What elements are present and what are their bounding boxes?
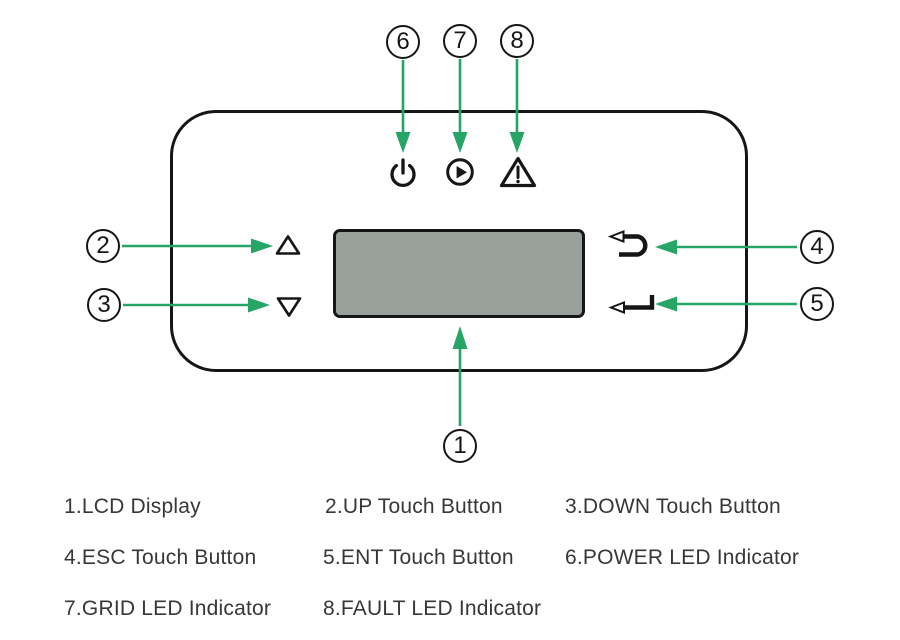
callout-5-number: 5	[810, 290, 824, 317]
callout-2-number: 2	[96, 232, 110, 259]
legend-item-down: 3.DOWN Touch Button	[565, 495, 781, 518]
down-triangle-icon	[276, 296, 302, 318]
fault-warning-triangle-icon	[499, 155, 537, 189]
callout-5: 5	[800, 287, 834, 321]
power-icon	[387, 156, 419, 188]
legend-item-ent: 5.ENT Touch Button	[323, 546, 514, 569]
callout-1-number: 1	[453, 432, 467, 459]
callout-7-number: 7	[453, 27, 467, 54]
callout-8-number: 8	[510, 27, 524, 54]
callout-2: 2	[86, 229, 120, 263]
legend-item-fault: 8.FAULT LED Indicator	[323, 597, 542, 620]
legend-item-esc: 4.ESC Touch Button	[64, 546, 257, 569]
callout-3-number: 3	[97, 291, 111, 318]
legend-item-power: 6.POWER LED Indicator	[565, 546, 800, 569]
callout-8: 8	[500, 24, 534, 58]
esc-return-arrow-icon	[608, 230, 658, 258]
callout-1: 1	[443, 429, 477, 463]
ent-enter-arrow-icon	[608, 291, 658, 319]
callout-7: 7	[443, 24, 477, 58]
legend-item-up: 2.UP Touch Button	[325, 495, 503, 518]
up-triangle-icon	[275, 234, 301, 256]
callout-4-number: 4	[810, 233, 824, 260]
callout-3: 3	[87, 288, 121, 322]
callout-4: 4	[800, 230, 834, 264]
legend-item-lcd: 1.LCD Display	[64, 495, 201, 518]
lcd-display	[333, 229, 585, 318]
grid-play-circle-icon	[444, 156, 476, 188]
callout-6-number: 6	[396, 28, 410, 55]
callout-6: 6	[386, 25, 420, 59]
legend-item-grid: 7.GRID LED Indicator	[64, 597, 272, 620]
